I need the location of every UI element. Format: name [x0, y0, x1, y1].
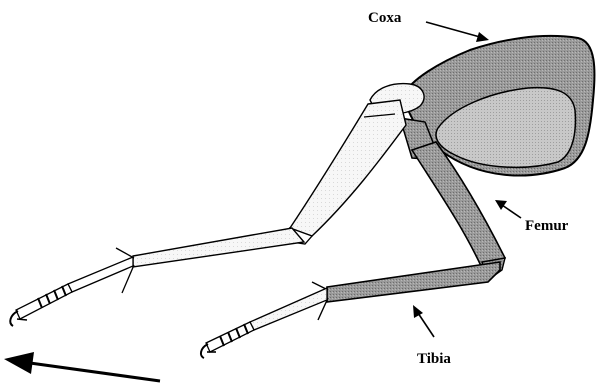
- coxa-pointer: [426, 22, 489, 42]
- far-tarsus: [10, 257, 133, 326]
- far-tibia: [133, 228, 304, 267]
- tibia-pointer: [413, 305, 434, 337]
- direction-arrow: [4, 352, 160, 381]
- tibia-segment: [327, 262, 500, 302]
- femur-pointer: [495, 200, 521, 218]
- coxa-label: Coxa: [368, 10, 402, 26]
- tibia-label: Tibia: [417, 351, 451, 367]
- femur-label: Femur: [525, 218, 569, 234]
- far-femur: [290, 100, 406, 236]
- near-tarsus: [201, 288, 327, 358]
